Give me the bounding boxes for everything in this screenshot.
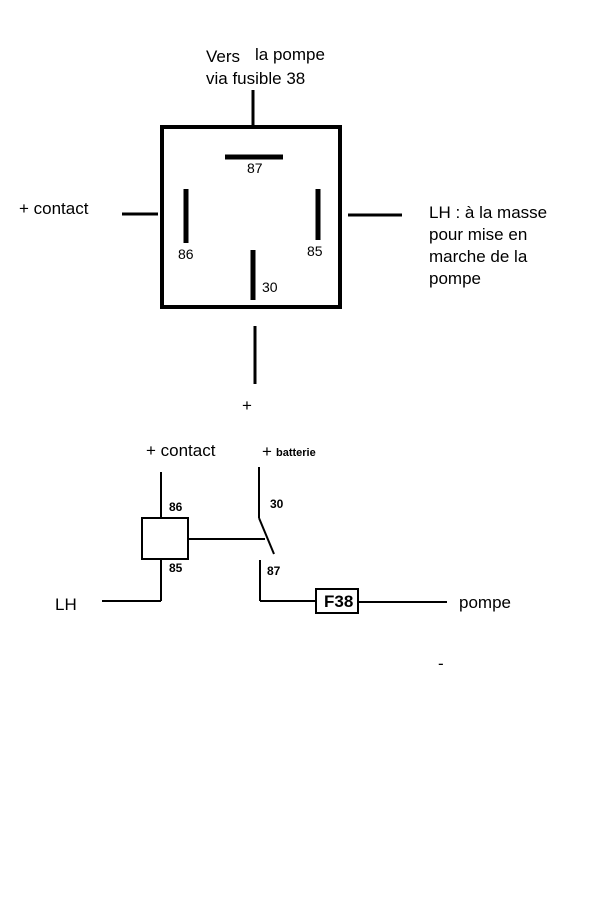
relay-coil [141,517,189,560]
label-via-fusible: via fusible 38 [206,69,305,88]
coil-pin-86: 86 [169,500,183,514]
pin-label-85: 85 [307,243,323,259]
fuse-label: F38 [324,592,353,611]
label-lh-line3: marche de la [429,247,528,266]
label-la-pompe: la pompe [255,45,325,64]
label-lh-line4: pompe [429,269,481,288]
label-vers: Vers [206,47,240,66]
coil-pin-85: 85 [169,561,183,575]
pin-label-30: 30 [262,279,278,295]
label-batterie: batterie [276,447,316,459]
label-lh: LH [55,595,77,614]
label-pompe: pompe [459,593,511,612]
label-plus-batterie-sign: + [262,442,272,461]
label-plus: + [242,396,252,415]
label-plus-contact: + contact [19,199,89,218]
label-minus: - [438,654,444,673]
label-lh-line2: pour mise en [429,225,527,244]
pin-label-87: 87 [247,160,263,176]
switch-contact [258,517,275,555]
label-lh-line1: LH : à la masse [429,203,547,222]
switch-pin-30: 30 [270,497,284,511]
label-plus-contact-schematic: + contact [146,441,216,460]
switch-pin-87: 87 [267,564,281,578]
relay-body [160,125,342,309]
pin-label-86: 86 [178,246,194,262]
